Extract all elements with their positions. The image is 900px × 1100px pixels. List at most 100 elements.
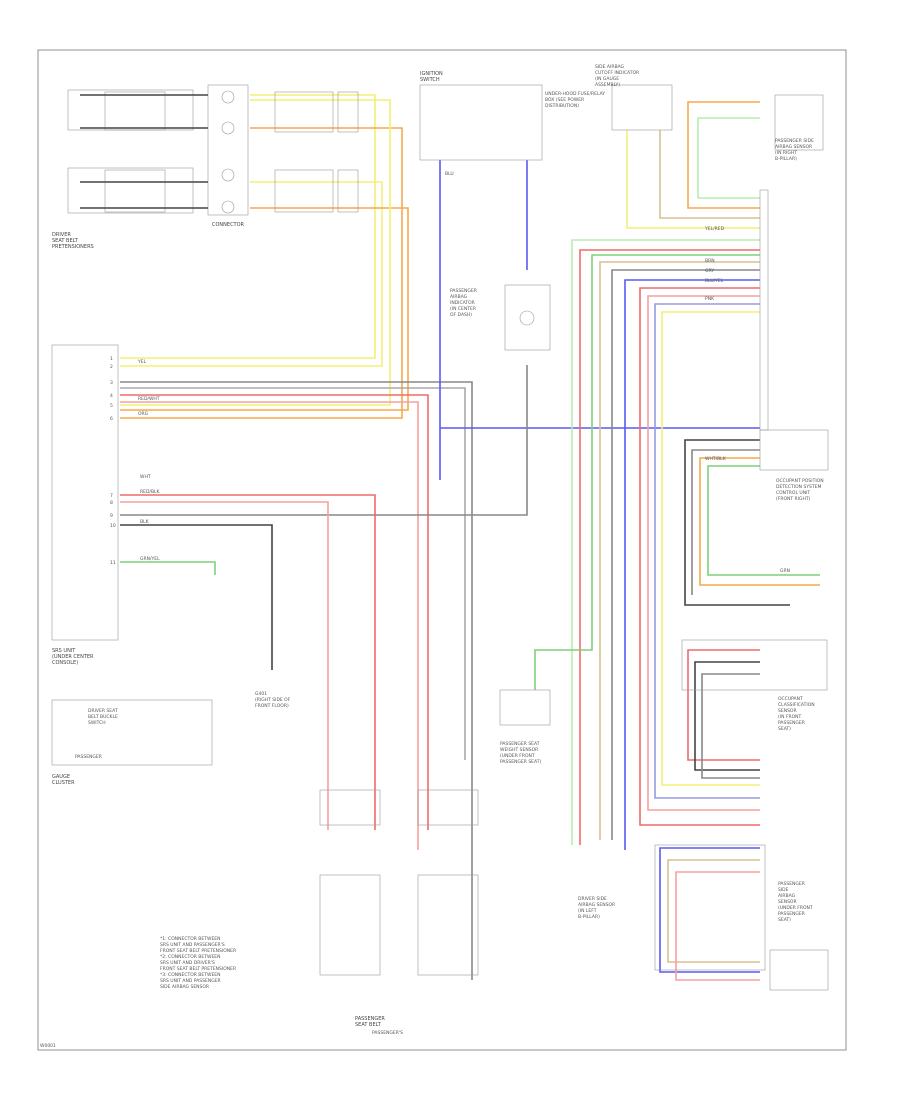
driver-right-box-1	[274, 91, 334, 133]
bottom-right-box	[769, 949, 829, 991]
driver-pretensioner-box-2	[67, 167, 194, 214]
pass-pret-box-1	[319, 789, 381, 826]
connector-block-box	[207, 84, 249, 216]
label-pass-floor: PASSENGER'S	[372, 1030, 403, 1036]
term-7: 7	[110, 493, 113, 499]
weight-sensor-box	[499, 689, 551, 726]
connector-pin-2	[221, 121, 235, 135]
wire-yellow-1	[120, 94, 376, 359]
wl-brn-1: BRN	[705, 258, 715, 264]
wire-gray-3	[611, 269, 760, 840]
term-11: 11	[110, 560, 116, 566]
term-6: 6	[110, 416, 113, 422]
wire-green-4	[697, 117, 760, 199]
wire-labels: YEL ORG RED/WHT BLU GRN/YEL BLK WHT RED/…	[137, 171, 790, 574]
wire-orange-1	[120, 127, 403, 419]
weight-sensor-right-box	[654, 844, 766, 971]
wire-yellow-5	[626, 130, 760, 229]
wire-dkgray-3	[684, 439, 790, 606]
passenger-side-sensor-box	[774, 94, 824, 151]
pass-pret-box-4	[417, 874, 479, 976]
wl-grn-2: GRN	[780, 568, 790, 574]
term-10: 10	[110, 523, 116, 529]
wl-wht-2: WHT/BLK	[705, 456, 727, 462]
wire-orange-4	[699, 457, 820, 586]
occupant-pos-box	[759, 429, 829, 471]
wl-yel-1: YEL	[137, 359, 147, 365]
wire-gray-5	[701, 673, 760, 779]
diagram-frame	[37, 49, 847, 1051]
driver-buckle-box	[51, 699, 213, 766]
passenger-indicator-lamp	[519, 310, 535, 326]
wl-org-1: ORG	[138, 411, 149, 417]
label-connector: CONNECTOR	[212, 222, 245, 228]
wire-dkgray-4	[694, 661, 760, 771]
wl-blk-1: BLK	[140, 519, 150, 525]
wire-pink-3	[647, 295, 760, 811]
wl-red-2: RED/BLK	[140, 489, 161, 495]
connector-pin-3	[221, 168, 235, 182]
wire-tan-3	[667, 859, 760, 963]
wire-orange-3	[687, 101, 760, 209]
wire-gray-2	[120, 387, 466, 760]
wire-green-2	[571, 239, 760, 845]
wl-blu-2: BLU/YEL	[705, 278, 724, 284]
term-9: 9	[110, 513, 113, 519]
wl-gry-1: GRY	[705, 268, 714, 274]
wl-pnk-1: PNK	[705, 296, 715, 302]
wire-pink-4	[675, 871, 760, 981]
pass-pret-box-3	[319, 874, 381, 976]
wire-green-1	[120, 561, 216, 575]
wire-green-3	[534, 254, 760, 690]
wire-layer	[120, 94, 820, 981]
wire-pink-2	[120, 501, 329, 830]
wire-gray-1	[120, 381, 473, 980]
wire-red-3	[579, 249, 760, 845]
pass-pret-box-2	[417, 789, 479, 826]
driver-right-box-2	[274, 169, 334, 213]
label-pass-cutoff: PASSENGER	[75, 754, 102, 760]
passenger-indicator-box	[504, 284, 551, 351]
wire-blue-4	[624, 279, 760, 850]
wire-violet-1	[654, 303, 760, 799]
wl-blu-1: BLU	[445, 171, 454, 177]
wire-gray-4	[691, 449, 760, 595]
wire-red-5	[687, 649, 760, 761]
wl-red-1: RED/WHT	[138, 396, 160, 402]
driver-end-box-2	[337, 169, 359, 213]
connector-pin-1	[221, 90, 235, 104]
wire-yellow-4	[661, 311, 760, 786]
driver-end-box-1	[337, 91, 359, 133]
term-5: 5	[110, 403, 113, 409]
wire-tan-2	[659, 130, 760, 219]
right-connector-strip	[759, 189, 769, 431]
wire-dkgray-2	[120, 524, 273, 670]
connector-pin-4	[221, 200, 235, 214]
ignition-switch-box	[419, 84, 543, 161]
term-2: 2	[110, 364, 113, 370]
wire-yellow-2	[120, 181, 383, 367]
wire-red-2	[120, 494, 376, 830]
wl-yel-2: YEL/RED	[704, 226, 725, 232]
side-cutoff-box	[611, 84, 673, 131]
